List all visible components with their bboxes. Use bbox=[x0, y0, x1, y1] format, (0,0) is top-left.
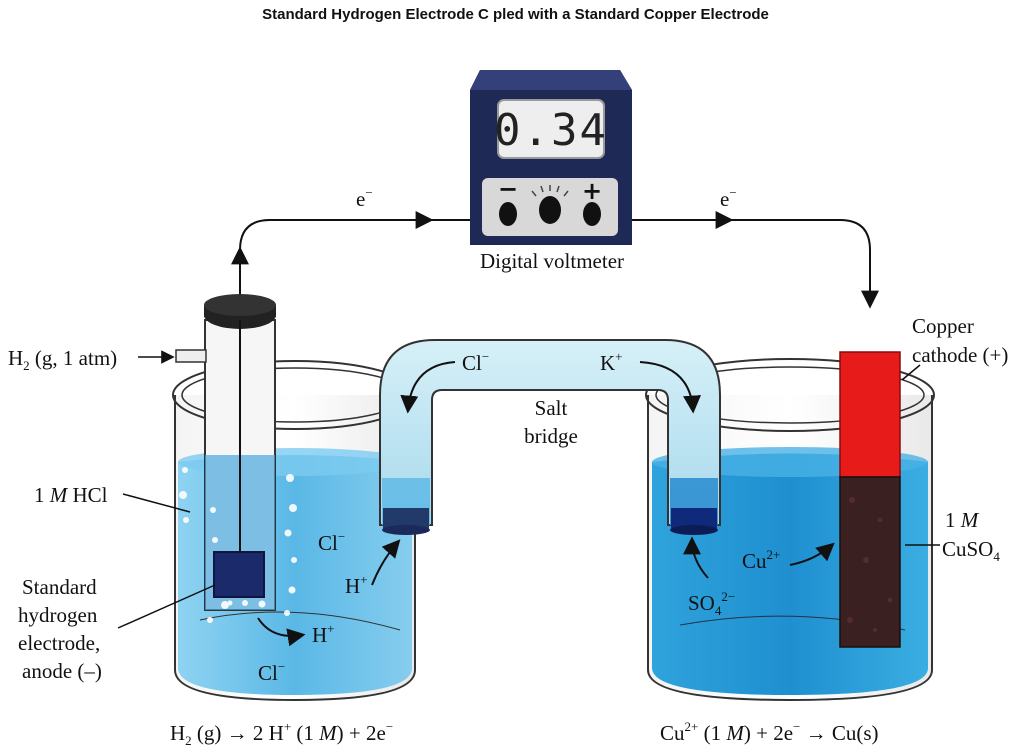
svg-text:anode (–): anode (–) bbox=[22, 659, 102, 683]
copper-cathode-label-2: cathode (+) bbox=[912, 343, 1008, 367]
dial-knob bbox=[539, 196, 561, 224]
h2-gas-label: H2 (g, 1 atm) bbox=[8, 346, 117, 373]
hcl-label: 1 M HCl bbox=[34, 483, 108, 507]
leader-lines bbox=[117, 350, 940, 629]
copper-cathode-label-1: Copper bbox=[912, 314, 974, 338]
right-plug bbox=[671, 508, 717, 530]
positive-terminal bbox=[583, 202, 601, 226]
svg-text:electrode,: electrode, bbox=[18, 631, 100, 655]
electron-label-right: e− bbox=[720, 185, 737, 211]
svg-text:hydrogen: hydrogen bbox=[18, 603, 98, 627]
left-plug bbox=[383, 508, 429, 530]
electron-label-left: e− bbox=[356, 185, 373, 211]
page-title: Standard Hydrogen Electrode C pled with … bbox=[262, 6, 769, 23]
plus-sign: + bbox=[582, 177, 602, 205]
h-ion-left: H+ bbox=[312, 621, 335, 647]
so4-ion-label: SO42− bbox=[688, 589, 735, 618]
cl-ion-left-top: Cl− bbox=[318, 529, 345, 555]
voltmeter-label: Digital voltmeter bbox=[480, 249, 624, 273]
cuso4-label-1: 1 M bbox=[945, 508, 980, 532]
negative-terminal bbox=[499, 202, 517, 226]
hydrogen-bubbles bbox=[179, 467, 297, 623]
svg-text:Standard: Standard bbox=[22, 575, 97, 599]
k-ion-bridge: K+ bbox=[600, 349, 623, 375]
external-wire bbox=[231, 211, 879, 309]
cuso4-label-2: CuSO4 bbox=[942, 537, 1000, 564]
hydrogen-electrode bbox=[175, 294, 276, 611]
minus-sign: − bbox=[498, 175, 518, 203]
salt-bridge-label-2: bridge bbox=[524, 424, 578, 448]
anode-reaction: H2 (g) → 2 H+ (1 M) + 2e− bbox=[170, 719, 393, 748]
salt-bridge bbox=[379, 339, 721, 535]
ion-arrows bbox=[257, 361, 835, 647]
cl-ion-bridge: Cl− bbox=[462, 349, 489, 375]
cl-ion-left-bottom: Cl− bbox=[258, 659, 285, 685]
voltmeter-display bbox=[497, 99, 605, 159]
h-ion-bridge: H+ bbox=[345, 572, 368, 598]
platinum-electrode bbox=[213, 551, 265, 598]
copper-electrode bbox=[839, 351, 901, 648]
voltmeter-reading: 0.34 bbox=[494, 105, 608, 156]
cathode-reaction: Cu2+ (1 M) + 2e− → Cu(s) bbox=[660, 719, 879, 745]
salt-bridge-label-1: Salt bbox=[535, 396, 568, 420]
cu-ion-label: Cu2+ bbox=[742, 547, 780, 573]
hydrogen-electrode-label: Standard hydrogen electrode, anode (–) bbox=[18, 575, 102, 683]
digital-voltmeter bbox=[470, 70, 632, 245]
